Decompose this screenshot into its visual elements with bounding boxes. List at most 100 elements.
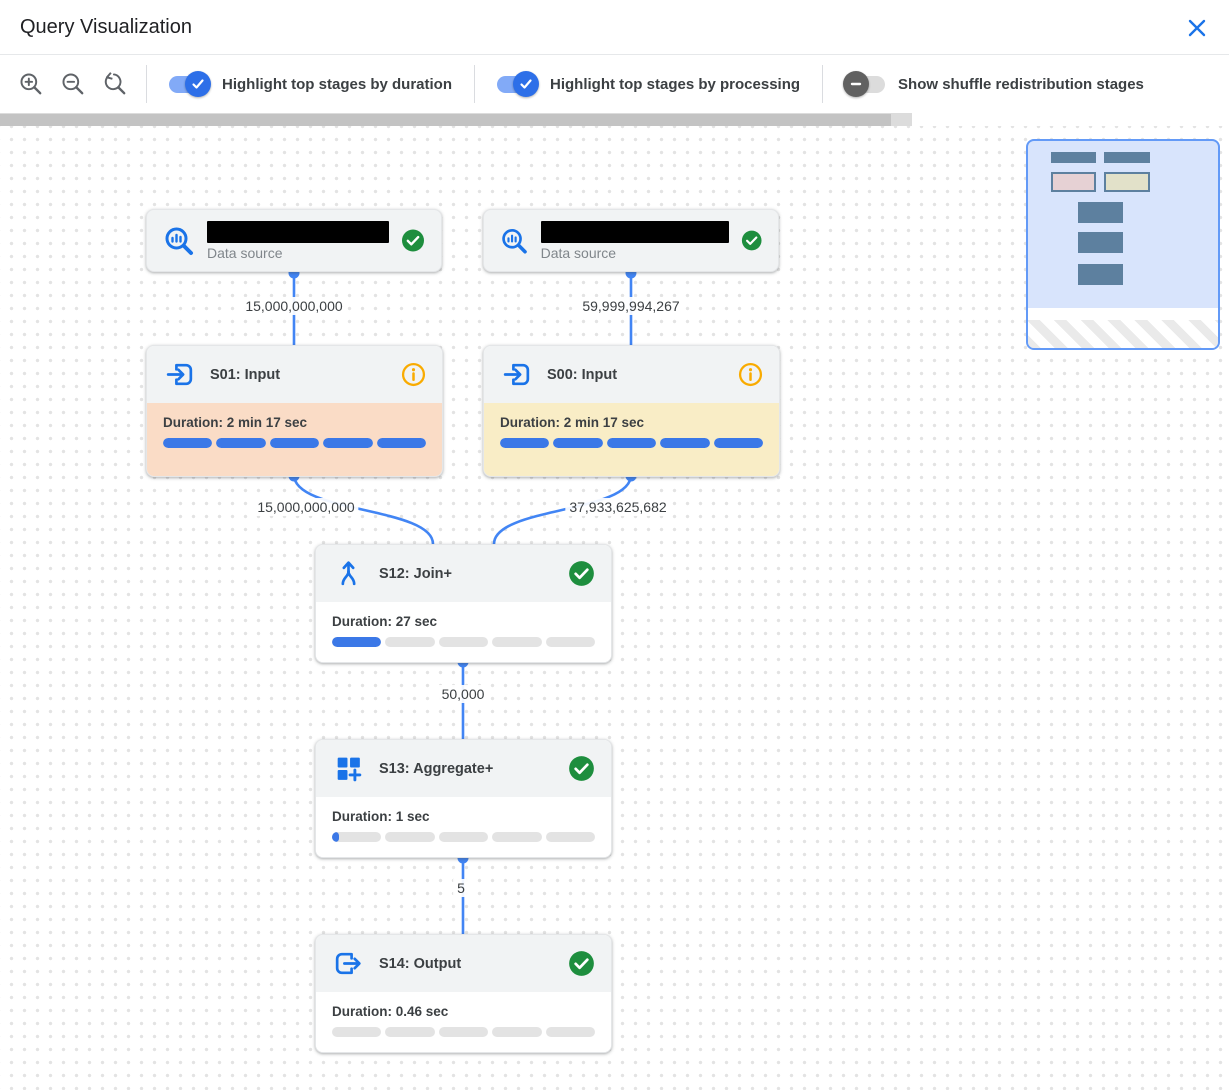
toolbar-divider [474, 65, 475, 103]
highlight-duration-toggle[interactable] [169, 71, 211, 97]
zoom-in-button[interactable] [18, 71, 44, 97]
stage-progress-bar [500, 438, 764, 448]
data-source-caption: Data source [207, 244, 283, 261]
stage-header: S01: Input [147, 346, 442, 403]
stage-duration: Duration: 2 min 17 sec [500, 415, 645, 430]
toolbar-divider [822, 65, 824, 103]
minimap-node-data-source-2 [1104, 152, 1150, 163]
aggregate-stage-icon [337, 757, 362, 782]
stage-duration: Duration: 1 sec [332, 809, 430, 824]
minimap-empty-area [1028, 308, 1218, 320]
highlight-processing-toggle[interactable] [497, 71, 539, 97]
edge-label-rows: 15,000,000,000 [241, 297, 347, 315]
stage-progress-bar [332, 1027, 596, 1037]
reset-zoom-button[interactable] [102, 71, 128, 97]
toggle-thumb [513, 71, 539, 97]
check-icon [520, 79, 532, 89]
redacted-table-name [540, 220, 729, 243]
stage-title: S14: Output [379, 955, 462, 972]
input-stage-icon [166, 363, 193, 386]
stage-body: Duration: 2 min 17 sec [484, 403, 779, 476]
show-shuffle-toggle[interactable] [843, 71, 886, 97]
stage-node-s01[interactable]: S01: Input Duration: 2 min 17 sec [146, 345, 443, 477]
zoom-controls [18, 71, 146, 97]
toggle-group-shuffle: Show shuffle redistribution stages [823, 71, 1166, 97]
stage-node-s14[interactable]: S14: Output Duration: 0.46 sec [315, 934, 612, 1053]
data-source-node-2[interactable]: Data source [483, 209, 779, 272]
edge-s01-s12 [292, 474, 435, 545]
stage-progress-bar [332, 637, 596, 647]
stage-body: Duration: 0.46 sec [316, 992, 611, 1052]
titlebar: Query Visualization [0, 0, 1229, 55]
minimap-out-of-bounds-hatch [1028, 320, 1218, 348]
input-stage-icon [503, 363, 530, 386]
horizontal-scrollbar-track[interactable] [0, 113, 912, 126]
stage-duration: Duration: 2 min 17 sec [163, 415, 308, 430]
check-circle-icon [569, 561, 594, 586]
dash-icon [850, 82, 862, 86]
minimap-node-data-source-1 [1051, 152, 1096, 163]
toggle-label-shuffle: Show shuffle redistribution stages [898, 75, 1144, 93]
toggle-thumb [185, 71, 211, 97]
stage-body: Duration: 1 sec [316, 797, 611, 857]
horizontal-scrollbar-thumb[interactable] [0, 114, 891, 126]
page-title: Query Visualization [20, 16, 192, 38]
stage-progress-bar [163, 438, 427, 448]
toggle-group-duration: Highlight top stages by duration [147, 71, 474, 97]
check-circle-icon [741, 230, 762, 251]
minimap[interactable] [1026, 139, 1220, 350]
edge-label-rows: 37,933,625,682 [565, 498, 671, 516]
minimap-node-s13 [1078, 232, 1123, 253]
minimap-node-s01 [1051, 172, 1096, 192]
stage-title: S01: Input [210, 366, 281, 383]
graph-canvas[interactable]: 15,000,000,000 59,999,994,267 15,000,000… [0, 126, 1229, 1090]
stage-node-s12[interactable]: S12: Join+ Duration: 27 sec [315, 544, 612, 663]
stage-title: S12: Join+ [379, 565, 452, 582]
close-icon [1188, 19, 1206, 37]
zoom-out-button[interactable] [60, 71, 86, 97]
stage-title: S13: Aggregate+ [379, 760, 494, 777]
toolbar-divider [146, 65, 147, 103]
stage-body: Duration: 27 sec [316, 602, 611, 662]
stage-header: S12: Join+ [316, 545, 611, 602]
minimap-node-s14 [1078, 264, 1123, 285]
check-circle-icon [569, 951, 594, 976]
edge-label-rows: 50,000 [437, 685, 489, 703]
data-source-node-1[interactable]: Data source [146, 209, 442, 272]
check-circle-icon [402, 229, 424, 252]
stage-node-s00[interactable]: S00: Input Duration: 2 min 17 sec [483, 345, 780, 477]
toggle-label-duration: Highlight top stages by duration [222, 75, 452, 93]
toolbar: Highlight top stages by duration Highlig… [0, 56, 1229, 112]
stage-node-s13[interactable]: S13: Aggregate+ Duration: 1 sec [315, 739, 612, 858]
zoom-out-icon [62, 73, 84, 95]
edge-label-rows: 15,000,000,000 [253, 498, 359, 516]
stage-header: S00: Input [484, 346, 779, 403]
data-source-icon [165, 227, 193, 255]
zoom-in-icon [20, 73, 42, 95]
data-source-info: Data source [540, 220, 729, 261]
minimap-node-s00 [1104, 172, 1150, 192]
toggle-label-processing: Highlight top stages by processing [550, 75, 801, 93]
data-source-icon [502, 228, 527, 254]
info-icon[interactable] [738, 362, 763, 387]
output-stage-icon [335, 952, 361, 975]
edge-s00-s12 [492, 474, 633, 545]
minimap-node-s12 [1078, 202, 1123, 223]
edge-label-rows: 59,999,994,267 [578, 297, 684, 315]
toggle-group-processing: Highlight top stages by processing [475, 71, 822, 97]
stage-duration: Duration: 0.46 sec [332, 1004, 449, 1019]
stage-progress-bar [332, 832, 596, 842]
redacted-table-name [207, 220, 389, 243]
data-source-info: Data source [207, 220, 389, 261]
join-stage-icon [341, 561, 356, 586]
toggle-thumb [843, 71, 870, 97]
check-icon [192, 79, 204, 89]
stage-header: S13: Aggregate+ [316, 740, 611, 797]
stage-header: S14: Output [316, 935, 611, 992]
check-circle-icon [569, 756, 594, 781]
stage-title: S00: Input [547, 366, 618, 383]
stage-body: Duration: 2 min 17 sec [147, 403, 442, 476]
info-icon[interactable] [401, 362, 426, 387]
close-button[interactable] [1183, 14, 1211, 42]
